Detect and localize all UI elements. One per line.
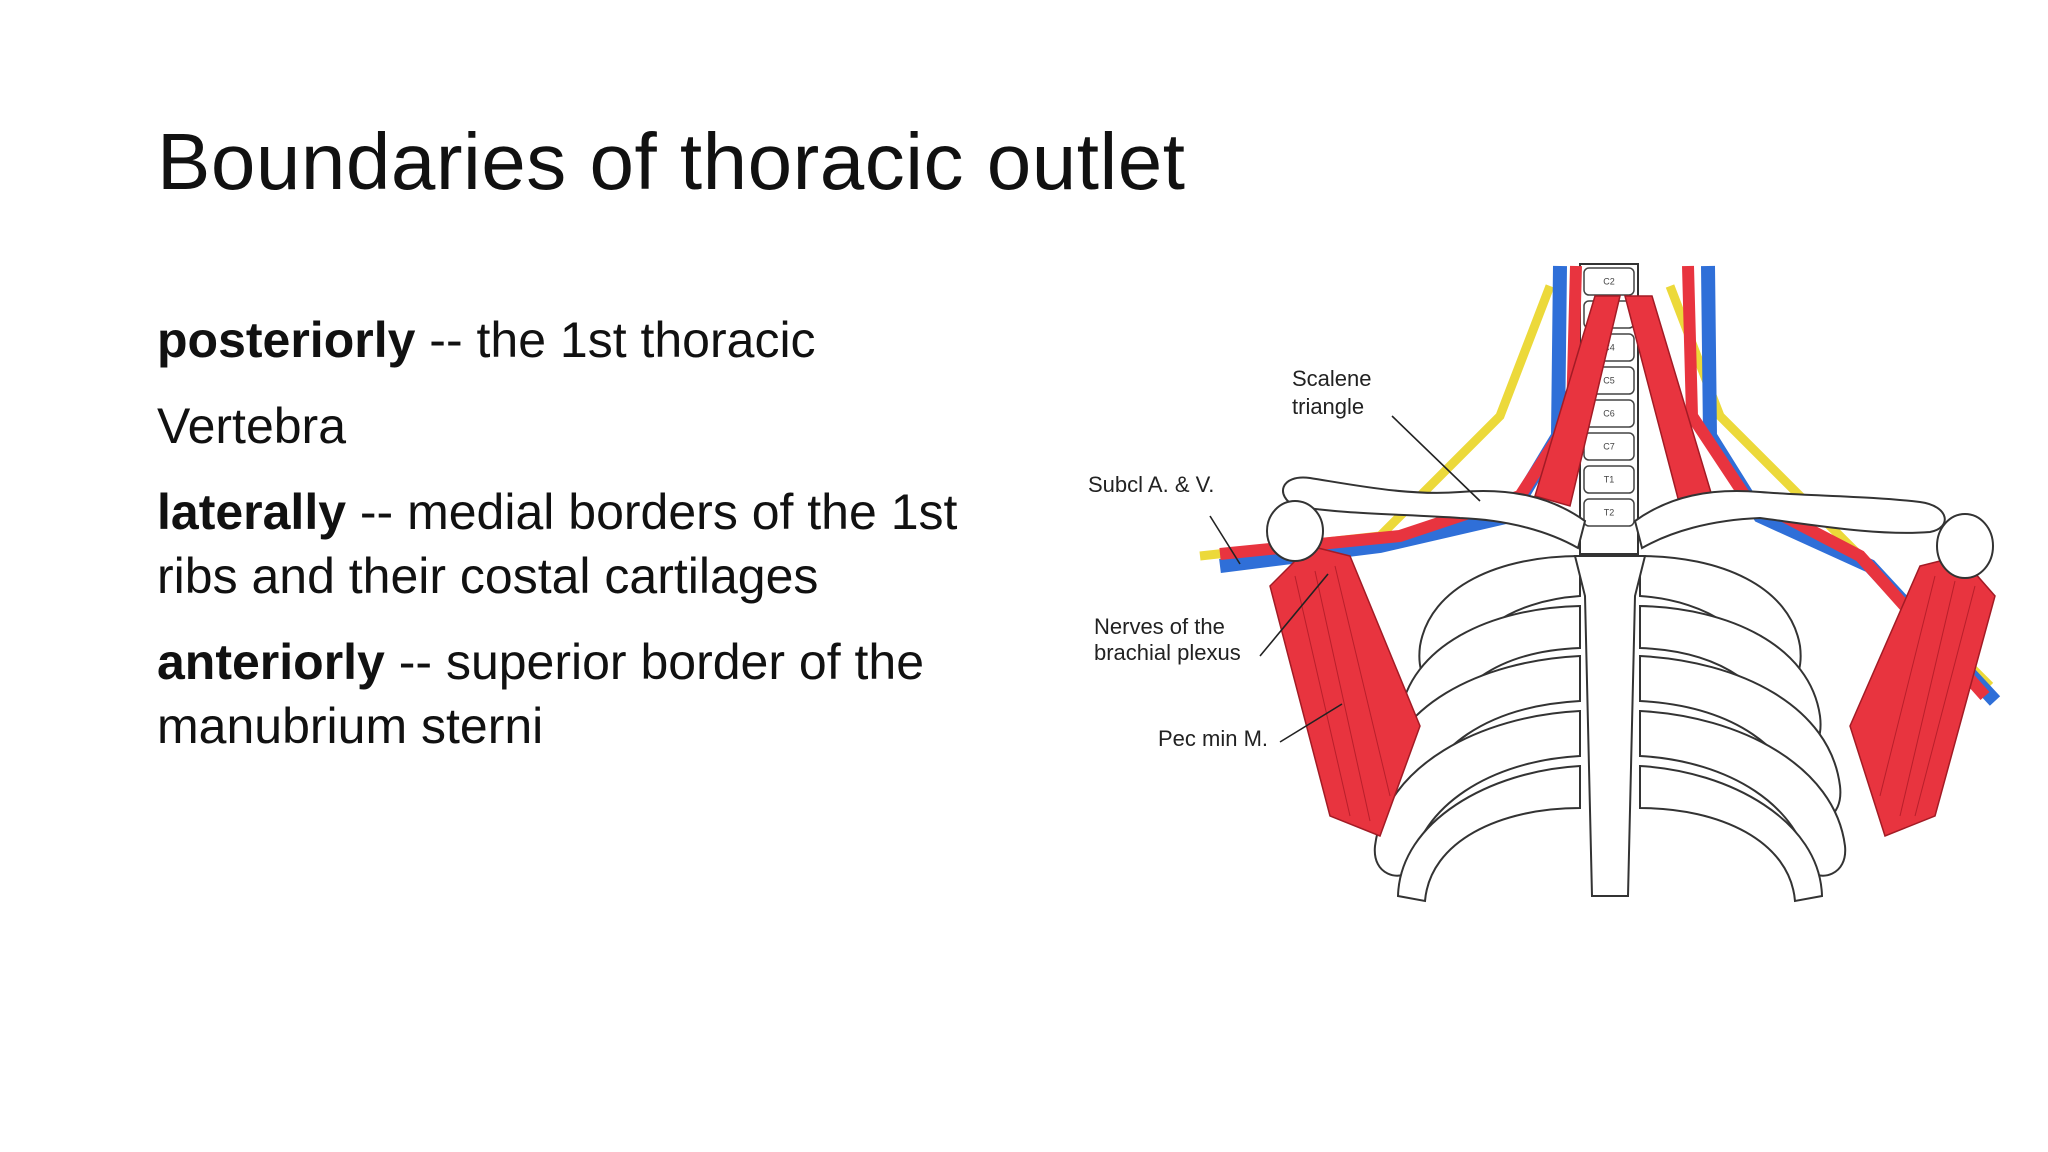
term-posteriorly: posteriorly xyxy=(157,312,416,368)
fibre xyxy=(1314,570,1371,822)
right-humeral-head xyxy=(1936,513,1994,579)
paragraph-posteriorly: posteriorly -- the 1st thoracic xyxy=(157,308,1037,372)
right-clavicle xyxy=(1633,490,1946,550)
scalene-leader xyxy=(1391,415,1481,502)
subcl-leader xyxy=(1209,515,1241,565)
paragraph-laterally: laterally -- medial borders of the 1st r… xyxy=(157,480,1037,608)
left-clavicle xyxy=(1282,476,1587,550)
leader-lines xyxy=(1209,415,1481,743)
vertebra-label-c2: C2 xyxy=(1603,277,1615,287)
vertebra-t2 xyxy=(1583,498,1635,527)
right-rib-5 xyxy=(1639,764,1824,903)
text-vertebra: Vertebra xyxy=(157,398,347,454)
term-laterally: laterally xyxy=(157,484,347,540)
vertebra-label-c5: C5 xyxy=(1603,376,1615,386)
paragraph-vertebra: Vertebra xyxy=(157,394,1037,458)
vertebra-label-t2: T2 xyxy=(1604,508,1615,518)
right-pec-minor-muscle xyxy=(1849,555,1996,837)
right-rib-4 xyxy=(1639,709,1847,877)
vertebra-t1 xyxy=(1583,465,1635,494)
slide-body: posteriorly -- the 1st thoracic Vertebra… xyxy=(157,308,1037,780)
vertebra-label-c6: C6 xyxy=(1603,409,1615,419)
vertebra-label-c4: C4 xyxy=(1603,343,1615,353)
left-humeral-head xyxy=(1266,500,1324,562)
anatomy-diagram: C2C3C4C5C6C7T1T2 xyxy=(1088,263,2001,903)
label-subcl: Subcl A. & V. xyxy=(1088,472,1214,497)
text-laterally: -- medial borders of the 1st ribs and th… xyxy=(157,484,958,604)
thoracic-outlet-illustration: C2C3C4C5C6C7T1T2 xyxy=(1080,256,2020,916)
left-scalene-muscle xyxy=(1534,295,1621,507)
left-rib-5 xyxy=(1396,764,1581,903)
label-nerves-line2: brachial plexus xyxy=(1094,640,1241,665)
nerves-leader xyxy=(1259,573,1329,657)
label-nerves-line1: Nerves of the xyxy=(1094,614,1225,639)
text-anteriorly: -- superior border of the manubrium ster… xyxy=(157,634,924,754)
term-anteriorly: anteriorly xyxy=(157,634,385,690)
left-ribs xyxy=(1373,554,1581,903)
vertebra-c2 xyxy=(1583,267,1635,296)
text-posteriorly: -- the 1st thoracic xyxy=(415,312,816,368)
fibre xyxy=(1879,575,1936,797)
vertebra-label-c7: C7 xyxy=(1603,442,1615,452)
fibre xyxy=(1914,585,1976,817)
label-scalene-line1: Scalene xyxy=(1292,366,1372,391)
vertebra-label-t1: T1 xyxy=(1604,475,1615,485)
fibre xyxy=(1899,580,1956,817)
label-scalene-line2: triangle xyxy=(1292,394,1364,419)
right-ribs xyxy=(1639,554,1847,903)
slide-title: Boundaries of thoracic outlet xyxy=(157,117,1186,206)
muscle-fibres xyxy=(1294,565,1976,822)
fibre xyxy=(1334,565,1391,797)
pec-leader xyxy=(1279,703,1343,743)
paragraph-anteriorly: anteriorly -- superior border of the man… xyxy=(157,630,1037,758)
label-pec: Pec min M. xyxy=(1158,726,1268,751)
fibre xyxy=(1294,575,1351,817)
sternum xyxy=(1573,555,1647,897)
left-rib-4 xyxy=(1373,709,1581,877)
